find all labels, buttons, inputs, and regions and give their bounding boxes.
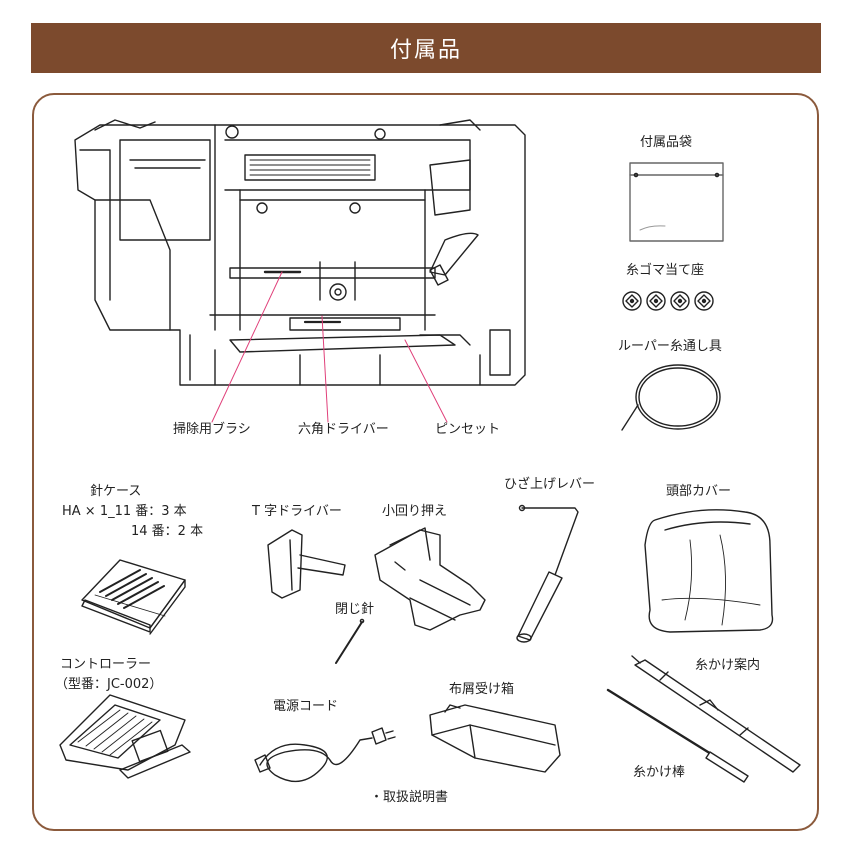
t-driver-illustration (267, 529, 346, 599)
label-knee-lever: ひざ上げレバー (504, 477, 596, 492)
page-title: 付属品 (389, 38, 462, 63)
thread-guide-illustration (631, 655, 801, 773)
label-waste-box: 布屑受け箱 (449, 682, 515, 697)
label-t-driver: T 字ドライバー (252, 504, 342, 519)
label-tweezers: ピンセット (435, 422, 501, 437)
accessories-frame (32, 93, 819, 831)
label-accessory-bag: 付属品袋 (640, 135, 693, 150)
spool-cap-illustration (622, 291, 714, 311)
label-brush: 掃除用ブラシ (173, 422, 251, 437)
label-controller: コントローラー (60, 657, 152, 672)
accessory-bag-illustration (629, 162, 724, 242)
waste-box-illustration (429, 704, 561, 773)
power-cord-illustration (254, 727, 396, 783)
label-needle-case: 針ケース (90, 484, 142, 499)
label-closing-needle: 閉じ針 (335, 602, 375, 617)
label-thread-guide: 糸かけ案内 (695, 658, 761, 673)
closing-needle-illustration (335, 618, 365, 664)
thread-rod-illustration (606, 688, 749, 783)
head-cover-illustration (644, 509, 774, 633)
label-head-cover: 頭部カバー (666, 484, 732, 499)
label-small-presser-foot: 小回り押え (382, 504, 448, 519)
small-presser-foot-illustration (374, 527, 486, 631)
label-controller-model: （型番：JC-002） (55, 677, 163, 692)
needle-case-illustration (81, 559, 186, 635)
label-looper-threader: ルーパー糸通し具 (618, 339, 722, 354)
section-title-banner: 付属品 (31, 23, 821, 73)
machine-interior-illustration (74, 119, 526, 386)
callout-lines (211, 271, 448, 423)
foot-controller-illustration (59, 694, 191, 779)
label-needle-spec-2: 14 番：2 本 (131, 524, 204, 539)
looper-threader-illustration (621, 364, 721, 431)
label-thread-rod: 糸かけ棒 (633, 765, 686, 780)
label-power-cord: 電源コード (273, 699, 339, 714)
label-spool-cap: 糸ゴマ当て座 (626, 263, 705, 278)
knee-lever-illustration (516, 504, 579, 643)
label-manual: ・取扱説明書 (370, 790, 449, 805)
label-hex-driver: 六角ドライバー (298, 422, 389, 437)
label-needle-spec-1: HA × 1_11 番：3 本 (62, 504, 187, 519)
